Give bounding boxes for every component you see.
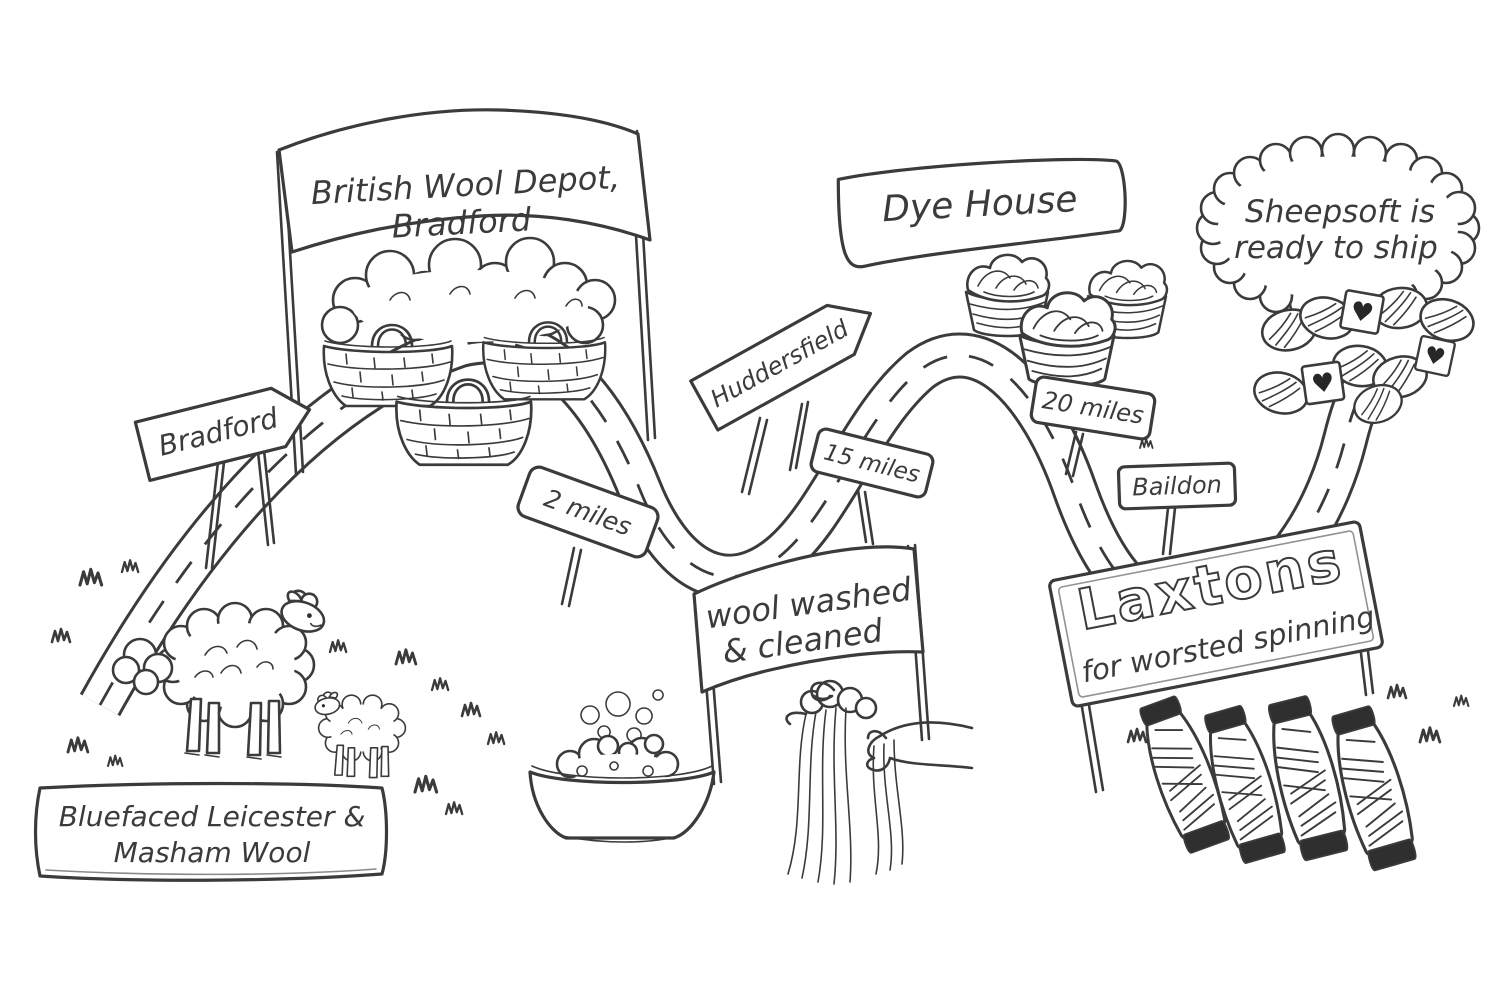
- banner-poles: [275, 129, 657, 476]
- fifteen-miles-board: [809, 427, 935, 499]
- dye-house-board: [836, 157, 1127, 269]
- two-miles-post: [560, 546, 583, 608]
- tub-rim-lines: [531, 765, 713, 843]
- dye-house-label: Dye House: [881, 179, 1078, 230]
- laxtons-board-inner-line: [1057, 530, 1375, 698]
- yarn-bobbins: [1130, 691, 1424, 874]
- huddersfield-posts: [740, 400, 810, 496]
- laxtons-sign: Laxtons for worsted spinning: [1048, 520, 1384, 794]
- bradford-sign-posts: [204, 448, 276, 570]
- ship-thought-bubble: Sheepsoft is ready to ship: [1195, 132, 1481, 324]
- wool-baskets: [320, 236, 617, 467]
- sheep-ewe: [154, 589, 326, 760]
- ship-bubble-text-line2: ready to ship: [1234, 230, 1438, 266]
- wash-banner-cloth: [692, 545, 925, 694]
- laxtons-board: [1048, 520, 1384, 708]
- soap-bubbles: [580, 689, 664, 743]
- baildon-signpost: Baildon: [1116, 461, 1238, 556]
- breed-sign-inner-line: [45, 868, 377, 876]
- heart-tag: ♥: [1339, 289, 1385, 335]
- heart-tag: ♥: [1414, 335, 1456, 377]
- wash-banner: wool washed & cleaned: [692, 543, 931, 786]
- breed-sign-text-line2: Masham Wool: [114, 836, 311, 869]
- distance-sign-15-miles: 15 miles: [809, 427, 935, 546]
- baildon-post: [1161, 506, 1177, 556]
- breed-sign-board: [33, 781, 389, 882]
- bradford-signpost: Bradford: [133, 386, 312, 570]
- banner-cloth: [277, 108, 652, 254]
- heart-icon: ♥: [1348, 296, 1376, 330]
- huddersfield-board: [689, 303, 873, 432]
- grass-bush: [111, 637, 174, 696]
- distance-sign-20-miles: 20 miles: [1029, 375, 1157, 478]
- right-hand: [865, 721, 974, 772]
- wool-fibre-streams: [787, 707, 904, 885]
- baildon-label: Baildon: [1132, 470, 1223, 501]
- laxtons-posts: [1073, 541, 1375, 794]
- fifteen-miles-post: [856, 488, 875, 546]
- ewe-head: [280, 589, 326, 633]
- twenty-miles-board: [1029, 375, 1157, 441]
- baildon-board: [1116, 461, 1238, 511]
- wool-fleece-pile: [320, 236, 617, 345]
- depot-banner: British Wool Depot, Bradford: [275, 108, 657, 476]
- lamb-head: [314, 691, 341, 716]
- depot-banner-text-line2: Bradford: [391, 200, 533, 245]
- wash-tub: [528, 689, 716, 843]
- left-hand: [810, 681, 836, 702]
- dye-house: Dye House: [836, 157, 1169, 388]
- bradford-sign-board: [133, 386, 312, 482]
- sheep-lamb: [314, 691, 407, 779]
- tub-foam: [555, 733, 680, 782]
- two-miles-board: [516, 465, 660, 559]
- heart-icon: ♥: [1310, 368, 1337, 401]
- wool-spout: [785, 711, 808, 726]
- yarn-skeins: ♥ ♥ ♥: [1248, 283, 1481, 431]
- ship-bubble-text-line1: Sheepsoft is: [1245, 194, 1435, 230]
- twenty-miles-post: [1064, 430, 1085, 478]
- tub-body: [528, 770, 716, 840]
- breed-sign-text-line1: Bluefaced Leicester &: [59, 800, 366, 833]
- breed-sign: Bluefaced Leicester & Masham Wool: [33, 781, 389, 882]
- heart-tag: ♥: [1300, 360, 1346, 406]
- bubble-loops: [1195, 132, 1481, 324]
- hand-washing-wool: [785, 679, 974, 885]
